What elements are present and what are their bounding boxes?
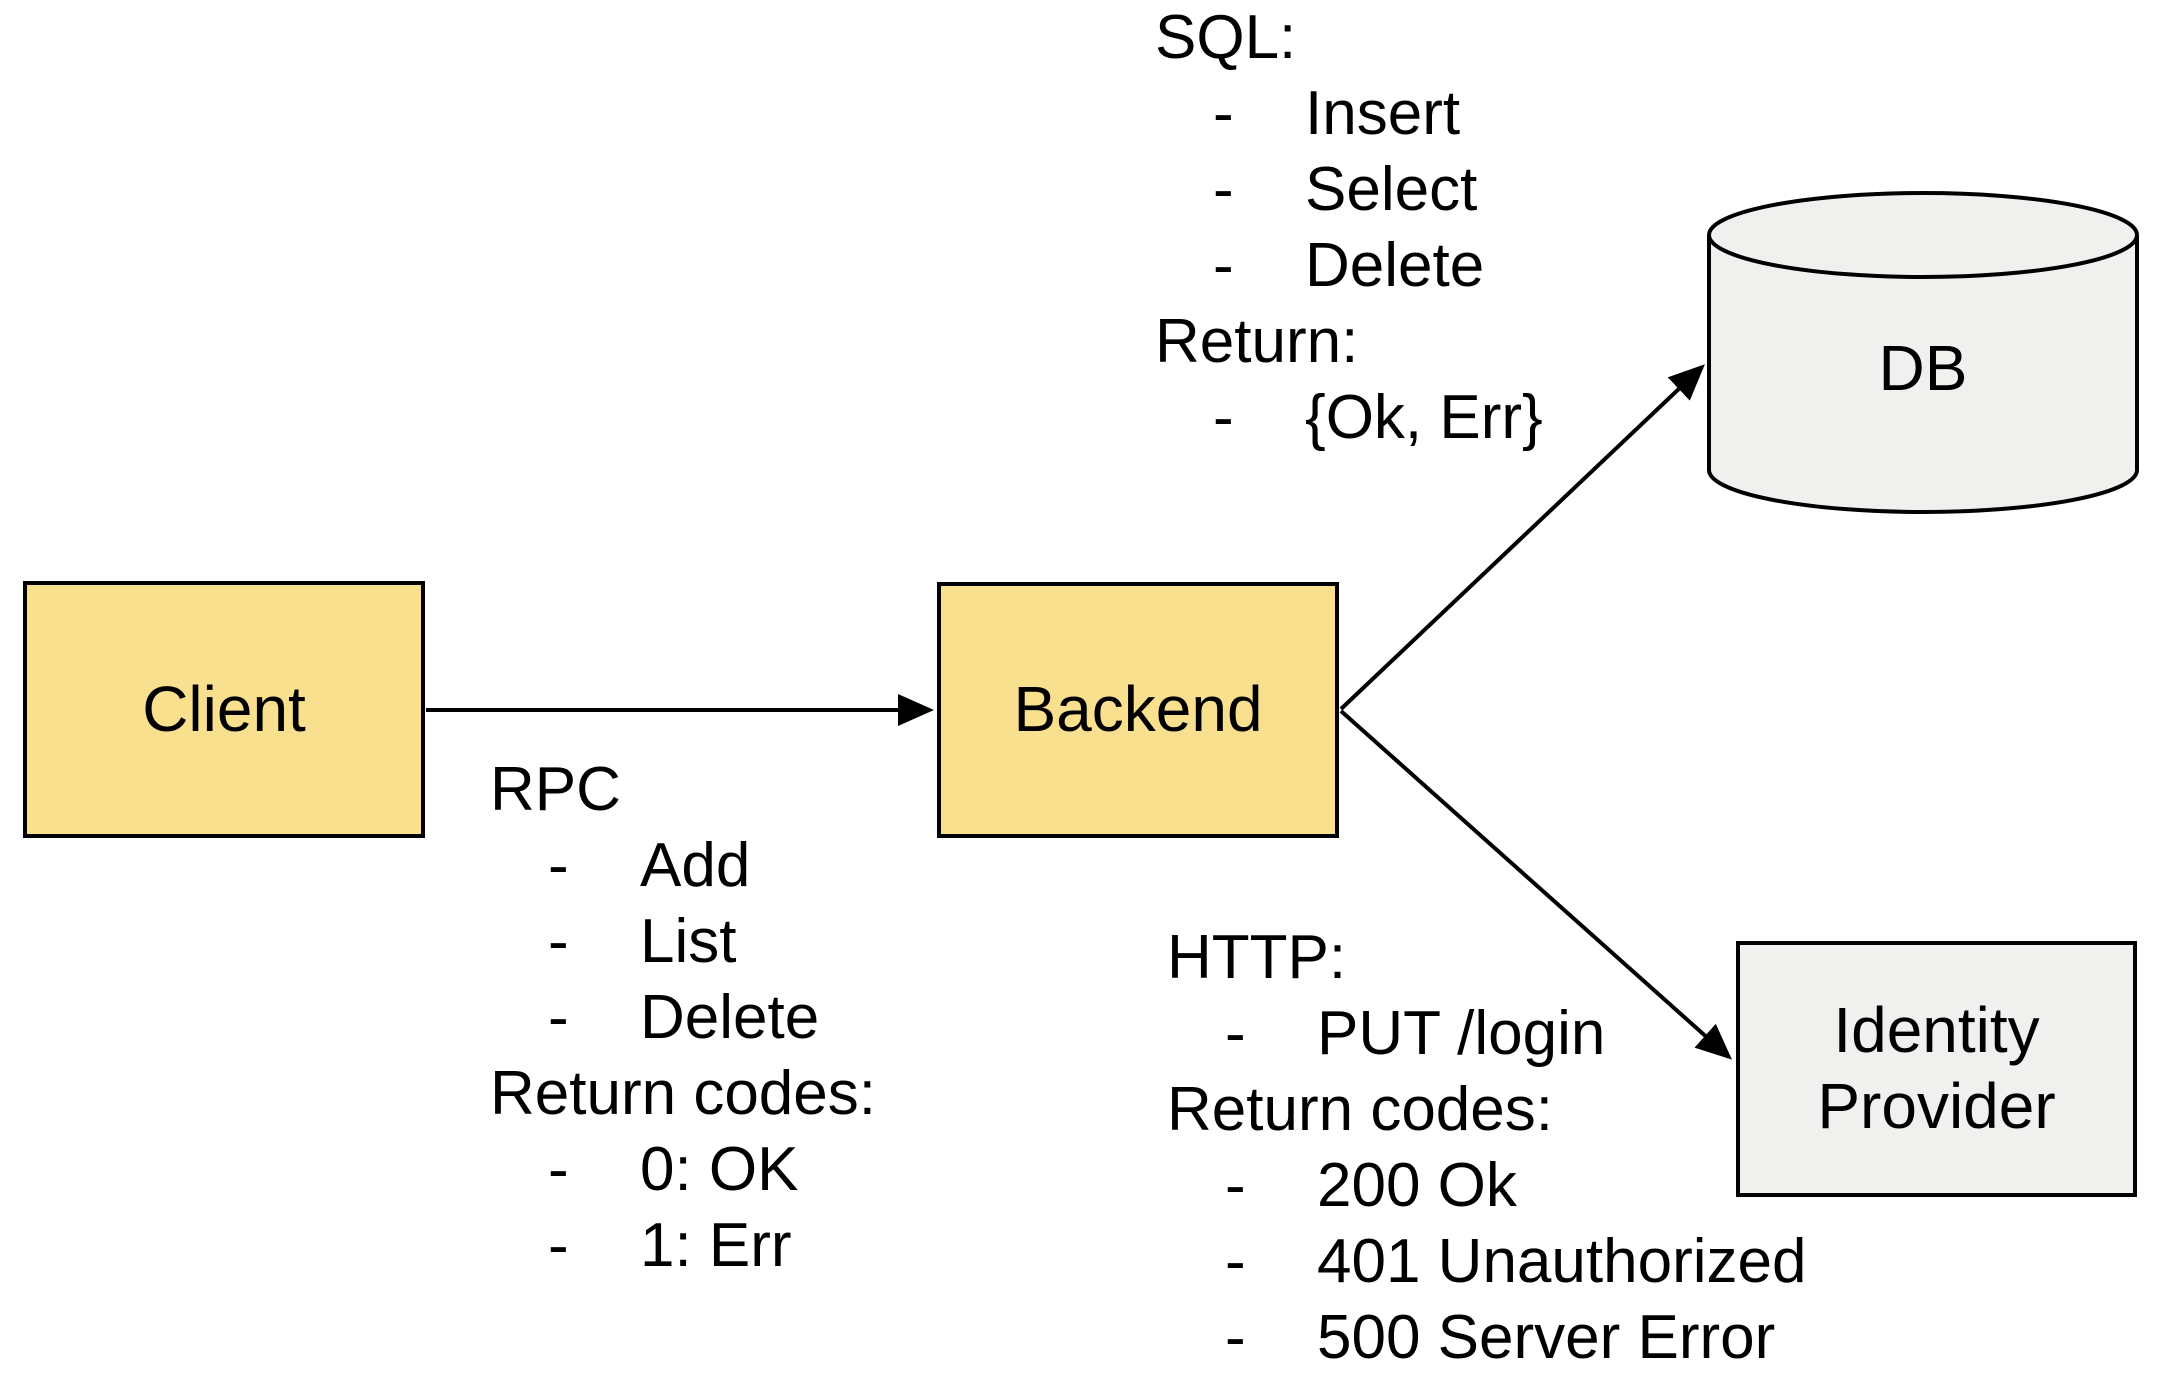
annotation-line: - 1: Err (490, 1208, 876, 1284)
annotation-line: - Insert (1155, 76, 1543, 152)
annotation-text: List (640, 907, 737, 976)
annotation-line: Return codes: (490, 1059, 876, 1128)
bullet-dash: - (548, 907, 569, 976)
annotation-line: - 200 Ok (1167, 1148, 1806, 1224)
annotation-text: Insert (1305, 79, 1461, 148)
client-node-label: Client (142, 672, 306, 745)
db-cylinder-top (1707, 191, 2139, 279)
annotation-text: 0: OK (640, 1135, 799, 1204)
annotation-text: Select (1305, 155, 1478, 224)
annotation-line: - Delete (490, 980, 876, 1056)
backend-db-arrow (1339, 364, 1705, 711)
annotation-text: 200 Ok (1317, 1151, 1517, 1220)
annotation-line: - 0: OK (490, 1132, 876, 1208)
annotation-text: {Ok, Err} (1305, 383, 1543, 452)
bullet-dash: - (1213, 79, 1234, 148)
annotation-text: 500 Server Error (1317, 1303, 1776, 1372)
identity-provider-node-label: Identity Provider (1817, 994, 2056, 1142)
annotation-line: HTTP: (1167, 923, 1347, 992)
annotation-text: Delete (640, 983, 820, 1052)
bullet-dash: - (548, 1211, 569, 1280)
annotation-text: PUT /login (1317, 999, 1606, 1068)
db-cylinder-body (1707, 235, 2139, 514)
annotation-line: - 500 Server Error (1167, 1300, 1806, 1376)
annotation-text: Delete (1305, 231, 1485, 300)
bullet-dash: - (1225, 1151, 1246, 1220)
identity-provider-node: Identity Provider (1736, 941, 2137, 1197)
annotation-text: 1: Err (640, 1211, 792, 1280)
backend-identity-provider-arrow (1339, 709, 1732, 1060)
annotation-line: - Add (490, 828, 876, 904)
annotation-line: - PUT /login (1167, 996, 1806, 1072)
annotation-line: Return: (1155, 307, 1359, 376)
bullet-dash: - (1225, 1227, 1246, 1296)
db-node-label: DB (1878, 332, 1968, 404)
annotation-text: 401 Unauthorized (1317, 1227, 1807, 1296)
bullet-dash: - (548, 983, 569, 1052)
bullet-dash: - (1213, 231, 1234, 300)
bullet-dash: - (548, 1135, 569, 1204)
annotation-line: - {Ok, Err} (1155, 380, 1543, 456)
bullet-dash: - (1213, 383, 1234, 452)
bullet-dash: - (1225, 999, 1246, 1068)
annotation-text: Add (640, 831, 751, 900)
db-node (1707, 191, 2139, 514)
annotation-line: SQL: (1155, 3, 1297, 72)
backend-node-label: Backend (1013, 673, 1263, 746)
bullet-dash: - (1225, 1303, 1246, 1372)
annotation-line: - Select (1155, 152, 1543, 228)
backend-node: Backend (937, 582, 1339, 838)
bullet-dash: - (548, 831, 569, 900)
annotation-line: - List (490, 904, 876, 980)
annotation-line: - 401 Unauthorized (1167, 1224, 1806, 1300)
annotation-line: Return codes: (1167, 1075, 1553, 1144)
annotation-line: - Delete (1155, 228, 1543, 304)
bullet-dash: - (1213, 155, 1234, 224)
annotation-line: RPC (490, 755, 621, 824)
client-node: Client (23, 581, 425, 838)
